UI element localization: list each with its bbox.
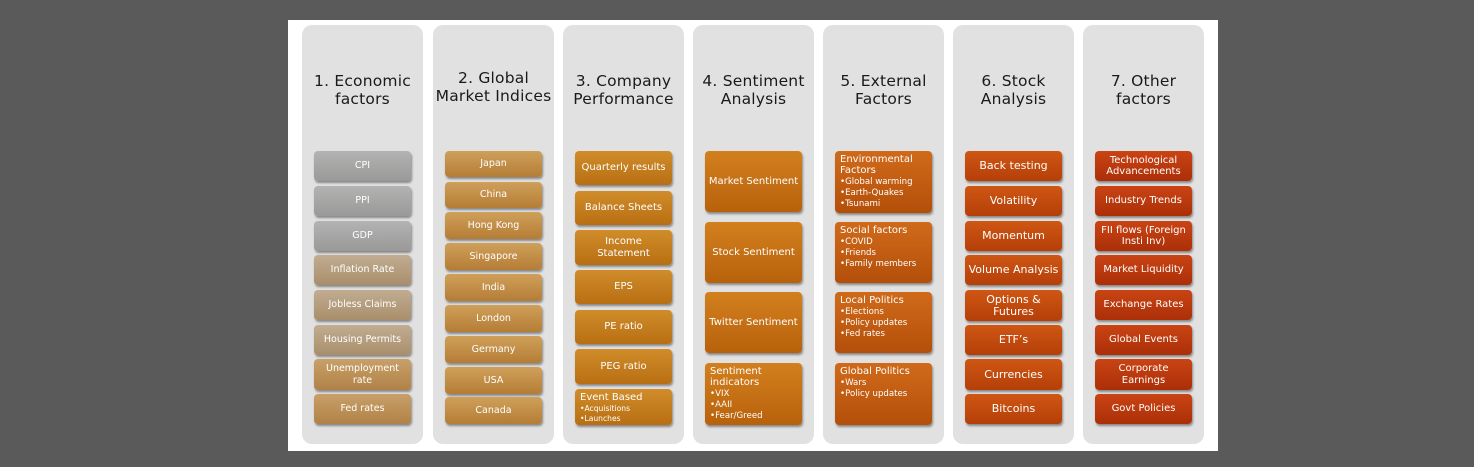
factor-box: GDP	[314, 221, 411, 251]
index-box: London	[445, 305, 542, 332]
column-title: 6. Stock Analysis	[980, 71, 1047, 109]
other-factor-box: Corporate Earnings	[1095, 359, 1192, 390]
column-external-factors: 5. External Factors Environmental Factor…	[823, 25, 944, 444]
group-bullets: •COVID •Friends •Family members	[840, 237, 916, 270]
bullet-item: •VIX	[710, 389, 730, 399]
other-factor-box: FII flows (Foreign Insti Inv)	[1095, 221, 1192, 251]
bullet-item: •Acquisitions	[580, 404, 631, 413]
column-title: 4. Sentiment Analysis	[702, 71, 805, 109]
analysis-box: Bitcoins	[965, 394, 1062, 424]
factor-box: Jobless Claims	[314, 290, 411, 320]
analysis-box: Momentum	[965, 221, 1062, 251]
metric-box: Income Statement	[575, 230, 672, 265]
index-box: China	[445, 182, 542, 208]
diagram-canvas: 1. Economic factors CPI PPI GDP Inflatio…	[288, 20, 1218, 451]
metric-box: EPS	[575, 270, 672, 304]
bullet-item: •Elections	[840, 307, 884, 317]
sentiment-box: Twitter Sentiment	[705, 292, 802, 353]
sentiment-indicators-bullets: •VIX •AAII •Fear/Greed	[710, 389, 763, 422]
analysis-box: Back testing	[965, 151, 1062, 181]
analysis-box: Options & Futures	[965, 290, 1062, 321]
bullet-item: •Fear/Greed	[710, 411, 763, 421]
factor-box: PPI	[314, 186, 411, 216]
bullet-item: •Policy updates	[840, 389, 908, 399]
column-stock-analysis: 6. Stock Analysis Back testing Volatilit…	[953, 25, 1074, 444]
factor-box: Inflation Rate	[314, 255, 411, 285]
other-factor-box: Exchange Rates	[1095, 290, 1192, 320]
group-head: Local Politics	[840, 295, 904, 306]
external-group-box: Local Politics •Elections •Policy update…	[835, 292, 932, 353]
bullet-item: •Wars	[840, 378, 867, 388]
other-factor-box: Industry Trends	[1095, 186, 1192, 216]
sentiment-box: Market Sentiment	[705, 151, 802, 212]
bullet-item: •COVID	[840, 237, 873, 247]
column-sentiment-analysis: 4. Sentiment Analysis Market Sentiment S…	[693, 25, 814, 444]
metric-box: Quarterly results	[575, 151, 672, 185]
column-global-market-indices: 2. Global Market Indices Japan China Hon…	[433, 25, 554, 444]
event-based-bullets: •Acquisitions •Launches	[580, 404, 630, 423]
bullet-item: •Launches	[580, 413, 621, 423]
index-box: Hong Kong	[445, 212, 542, 239]
column-title: 2. Global Market Indices	[435, 68, 552, 106]
metric-box: PE ratio	[575, 310, 672, 344]
bullet-item: •Friends	[840, 248, 876, 258]
bullet-item: •AAII	[710, 400, 733, 410]
bullet-item: •Earth-Quakes	[840, 188, 904, 198]
bullet-item: •Fed rates	[840, 329, 885, 339]
bullet-item: •Policy updates	[840, 318, 908, 328]
column-economic-factors: 1. Economic factors CPI PPI GDP Inflatio…	[302, 25, 423, 444]
factor-box: CPI	[314, 151, 411, 181]
event-based-head: Event Based	[580, 392, 643, 403]
column-title: 1. Economic factors	[314, 71, 411, 109]
external-group-box: Global Politics •Wars •Policy updates	[835, 363, 932, 425]
factor-box: Fed rates	[314, 394, 411, 424]
analysis-box: Currencies	[965, 359, 1062, 390]
sentiment-box: Stock Sentiment	[705, 222, 802, 283]
column-other-factors: 7. Other factors Technological Advanceme…	[1083, 25, 1204, 444]
sentiment-indicators-box: Sentiment indicators •VIX •AAII •Fear/Gr…	[705, 363, 802, 425]
analysis-box: Volatility	[965, 186, 1062, 216]
factor-box: Unemployment rate	[314, 359, 411, 390]
column-company-performance: 3. Company Performance Quarterly results…	[563, 25, 684, 444]
index-box: Japan	[445, 151, 542, 177]
other-factor-box: Global Events	[1095, 325, 1192, 355]
metric-box: Balance Sheets	[575, 191, 672, 225]
other-factor-box: Technological Advancements	[1095, 151, 1192, 181]
index-box: Germany	[445, 336, 542, 363]
event-based-box: Event Based •Acquisitions •Launches	[575, 389, 672, 425]
group-head: Global Politics	[840, 366, 910, 377]
other-factor-box: Govt Policies	[1095, 394, 1192, 424]
column-title: 7. Other factors	[1110, 71, 1177, 109]
bullet-item: •Tsunami	[840, 199, 881, 209]
group-bullets: •Elections •Policy updates •Fed rates	[840, 307, 907, 340]
analysis-box: Volume Analysis	[965, 255, 1062, 285]
other-factor-box: Market Liquidity	[1095, 255, 1192, 285]
group-bullets: •Global warming •Earth-Quakes •Tsunami	[840, 177, 913, 210]
group-head: Social factors	[840, 225, 908, 236]
analysis-box: ETF’s	[965, 325, 1062, 355]
index-box: Canada	[445, 397, 542, 424]
bullet-item: •Family members	[840, 259, 917, 269]
group-bullets: •Wars •Policy updates	[840, 378, 907, 400]
index-box: Singapore	[445, 243, 542, 270]
index-box: India	[445, 274, 542, 301]
group-head: Environmental Factors	[840, 154, 913, 176]
index-box: USA	[445, 367, 542, 394]
bullet-item: •Global warming	[840, 177, 913, 187]
sentiment-indicators-head: Sentiment indicators	[710, 366, 762, 388]
metric-box: PEG ratio	[575, 349, 672, 384]
factor-box: Housing Permits	[314, 325, 411, 355]
external-group-box: Social factors •COVID •Friends •Family m…	[835, 222, 932, 283]
external-group-box: Environmental Factors •Global warming •E…	[835, 151, 932, 213]
column-title: 5. External Factors	[840, 71, 927, 109]
column-title: 3. Company Performance	[573, 71, 674, 109]
fii-flows-label: FII flows (Foreign Insti Inv)	[1101, 224, 1186, 248]
